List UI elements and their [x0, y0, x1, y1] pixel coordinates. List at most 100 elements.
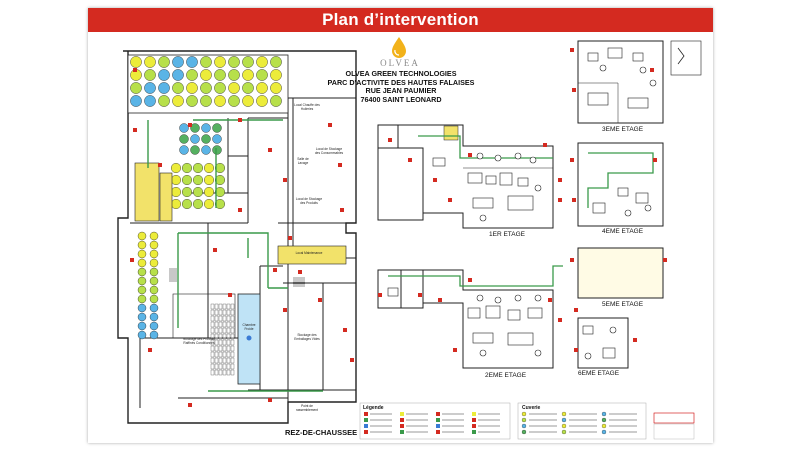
legend-text-line — [442, 425, 464, 427]
tank — [228, 69, 240, 81]
title-banner: Plan d’intervention — [88, 8, 713, 32]
vessel — [476, 294, 484, 302]
room-stockage-produits: Local de Stockage des Produits — [295, 197, 323, 205]
room-maintenance: Local Maintenance — [295, 251, 323, 255]
tank — [270, 56, 282, 68]
legend-swatch — [436, 430, 440, 434]
fire-extinguisher-marker — [343, 328, 347, 332]
tank — [144, 82, 156, 94]
grid-cell — [218, 303, 223, 310]
vessel — [476, 152, 484, 160]
tank — [137, 321, 147, 331]
tank — [270, 69, 282, 81]
equipment — [627, 97, 649, 109]
vessel — [624, 209, 632, 217]
equipment — [527, 307, 543, 319]
tank — [186, 82, 198, 94]
tank — [214, 95, 226, 107]
fire-extinguisher-marker — [283, 178, 287, 182]
safety-markers — [130, 48, 667, 407]
legend-tank-swatch — [561, 429, 567, 435]
evacuation-plan-sheet: Plan d’intervention — [88, 8, 713, 443]
tank — [137, 312, 147, 322]
tank — [137, 249, 147, 259]
grid-cell — [226, 369, 231, 376]
equipment-first-floor — [432, 152, 542, 222]
equipment-fourth-floor — [592, 187, 652, 217]
tank — [214, 56, 226, 68]
legend-swatch — [436, 424, 440, 428]
tank — [149, 258, 159, 268]
grid-cell — [210, 339, 215, 346]
tank — [212, 134, 222, 144]
legend-text-line — [442, 431, 464, 433]
grid-cell — [226, 363, 231, 370]
grid-cell — [222, 351, 227, 358]
grid-cell — [214, 339, 219, 346]
grid-cell — [230, 303, 235, 310]
tank — [172, 95, 184, 107]
fire-extinguisher-marker — [213, 248, 217, 252]
fire-extinguisher-marker — [133, 68, 137, 72]
floor-label-first: 1ER ETAGE — [489, 231, 526, 238]
fire-extinguisher-marker — [298, 270, 302, 274]
fire-extinguisher-marker — [268, 148, 272, 152]
vessel — [529, 156, 537, 164]
grid-cell — [210, 369, 215, 376]
equipment — [507, 309, 521, 321]
tank — [170, 162, 181, 173]
grid-cell — [210, 363, 215, 370]
tank — [256, 95, 268, 107]
legend-swatch — [400, 430, 404, 434]
legend-swatch — [364, 424, 368, 428]
tank — [130, 82, 142, 94]
tank — [149, 303, 159, 313]
tank — [190, 123, 200, 133]
grid-cell — [226, 309, 231, 316]
grid-cell — [230, 339, 235, 346]
grid-cell — [214, 357, 219, 364]
fire-extinguisher-marker — [548, 298, 552, 302]
fire-extinguisher-marker — [572, 88, 576, 92]
fire-extinguisher-marker — [570, 158, 574, 162]
legend-tank-swatch — [521, 417, 527, 423]
fire-extinguisher-marker — [433, 178, 437, 182]
fire-extinguisher-marker — [388, 138, 392, 142]
legend-items — [364, 411, 637, 435]
tank — [190, 134, 200, 144]
equipment — [507, 195, 534, 211]
grid-cell — [210, 351, 215, 358]
fire-extinguisher-marker — [273, 268, 277, 272]
legend-swatch — [472, 430, 476, 434]
tank — [242, 95, 254, 107]
legend-tank-swatch — [601, 423, 607, 429]
grid-cell — [218, 363, 223, 370]
grid-cell — [218, 315, 223, 322]
grid-cell — [222, 333, 227, 340]
vessel — [494, 296, 502, 304]
tank — [137, 303, 147, 313]
grid-cell — [230, 345, 235, 352]
fire-extinguisher-marker — [558, 318, 562, 322]
tank — [201, 134, 211, 144]
fourth-floor-plan — [577, 142, 664, 227]
tank — [186, 69, 198, 81]
grid-cell — [222, 357, 227, 364]
grid-cell — [210, 345, 215, 352]
room-stockage-consommables: Local de Stockage des Consommables — [314, 147, 344, 155]
tank — [214, 198, 225, 209]
equipment — [467, 172, 483, 184]
tank — [170, 198, 181, 209]
equipment — [632, 52, 644, 62]
grid-cell — [214, 315, 219, 322]
grid-cell — [210, 327, 215, 334]
legend-text-line — [569, 419, 597, 421]
legend-swatch — [364, 430, 368, 434]
tank — [228, 82, 240, 94]
grid-cell — [214, 303, 219, 310]
stairs-ground — [169, 268, 305, 287]
grid-cell — [222, 345, 227, 352]
legend-swatch — [400, 424, 404, 428]
address-line-1: OLVEA GREEN TECHNOLOGIES — [345, 69, 457, 78]
tank — [137, 330, 147, 340]
